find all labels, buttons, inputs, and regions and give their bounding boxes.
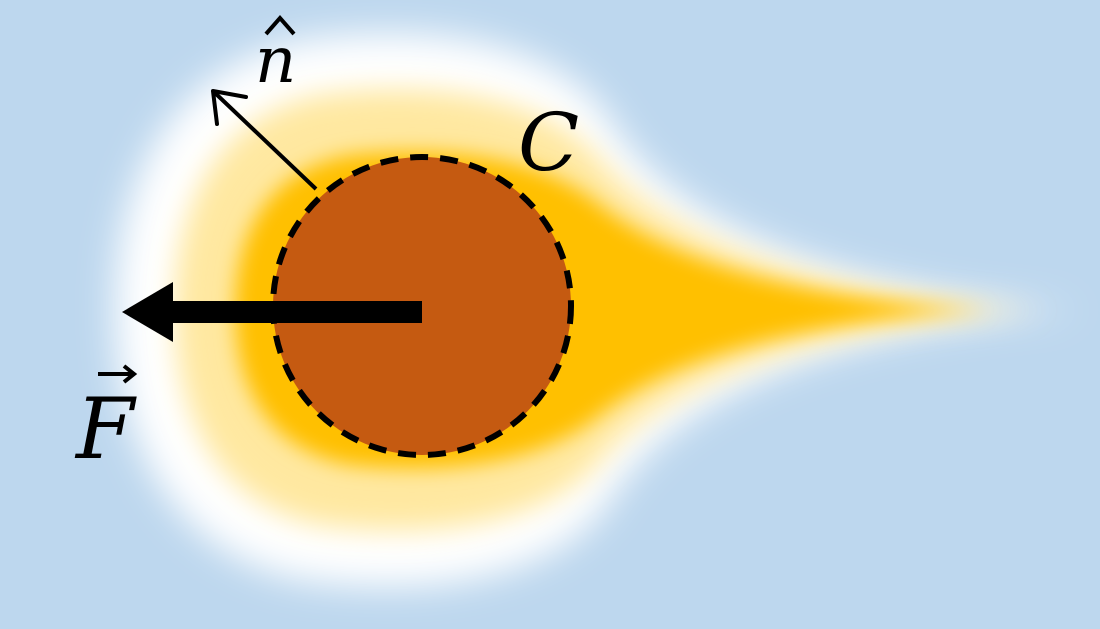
force-label-letter: F [74,380,137,478]
force-vector-arrow [122,282,422,342]
hat-icon [264,14,296,36]
force-label: F [74,364,138,478]
contour-label: C [518,96,579,189]
normal-label: n [255,14,296,98]
vector-arrow-icon [98,364,138,384]
normal-label-letter: n [255,24,296,98]
normal-vector-arrow [211,89,318,191]
